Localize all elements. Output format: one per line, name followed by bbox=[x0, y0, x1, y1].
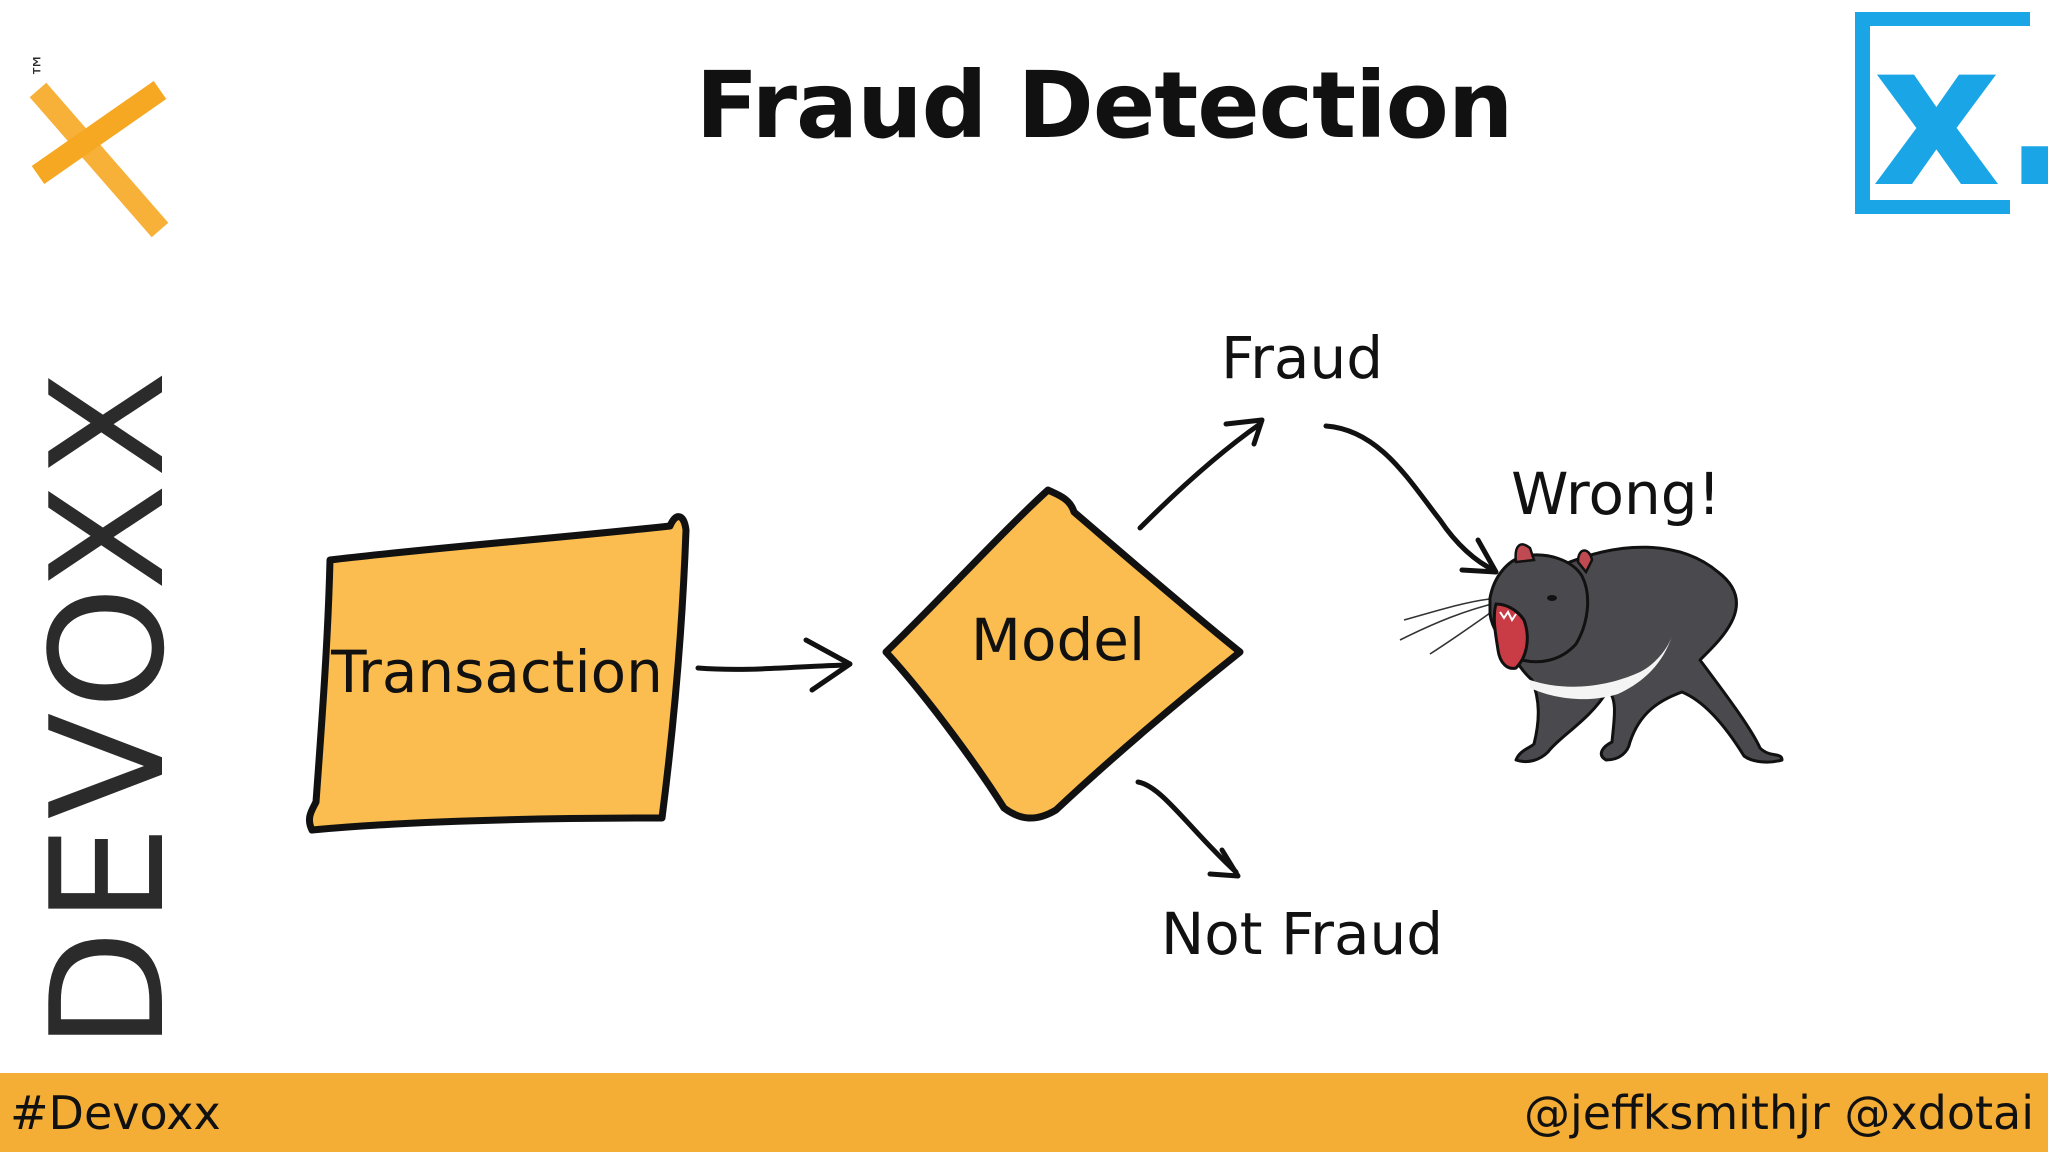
model-node: Model bbox=[882, 486, 1244, 822]
x-dot-logo: x. bbox=[1855, 0, 2048, 232]
model-label: Model bbox=[971, 606, 1145, 674]
footer-bar bbox=[0, 1073, 2048, 1152]
transaction-node: Transaction bbox=[306, 513, 690, 834]
fraud-label: Fraud bbox=[1221, 324, 1383, 392]
slide-title: Fraud Detection bbox=[695, 52, 1514, 159]
arrow-transaction-to-model bbox=[695, 637, 853, 693]
devoxx-orange-x-icon bbox=[29, 80, 169, 238]
arrow-fraud-to-wrong bbox=[1323, 423, 1499, 575]
not-fraud-label: Not Fraud bbox=[1161, 900, 1443, 968]
devoxx-logo-text: DEVOXX bbox=[17, 365, 199, 1050]
tasmanian-devil-icon bbox=[1399, 543, 1784, 764]
wrong-label: Wrong! bbox=[1511, 460, 1721, 528]
transaction-label: Transaction bbox=[330, 638, 663, 706]
footer-hashtag: #Devoxx bbox=[10, 1086, 221, 1140]
devoxx-tm-mark: ™ bbox=[29, 52, 59, 78]
x-dot-logo-text: x. bbox=[1872, 0, 2048, 232]
arrow-model-to-not-fraud bbox=[1135, 779, 1241, 879]
devoxx-logo: DEVOXX ™ bbox=[17, 52, 199, 1050]
footer-handles: @jeffksmithjr @xdotai bbox=[1523, 1086, 2034, 1140]
arrow-model-to-fraud bbox=[1137, 417, 1265, 531]
